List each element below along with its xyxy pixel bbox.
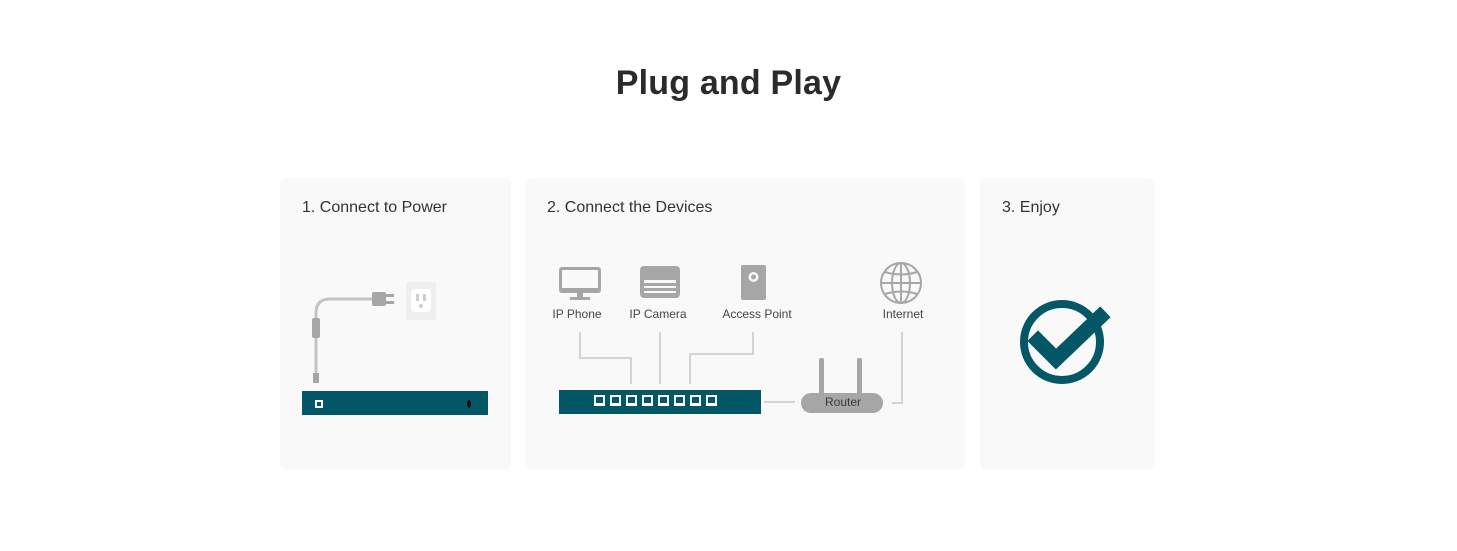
router-label: Router — [824, 395, 862, 409]
power-cable — [314, 297, 372, 383]
checkmark-icon — [1020, 300, 1111, 384]
ethernet-port-socket — [692, 397, 699, 403]
devices-illustration — [559, 262, 922, 414]
cable-ferrite — [312, 318, 320, 338]
power-plug-icon — [372, 292, 394, 306]
page-title: Plug and Play — [615, 64, 842, 102]
ethernet-port-socket — [708, 397, 715, 403]
step-title: 3. Enjoy — [1002, 199, 1060, 216]
network-switch — [559, 390, 761, 414]
step-card-connect-devices: 2. Connect the Devices — [525, 178, 965, 469]
access-point-label: Access Point — [722, 307, 792, 321]
wall-outlet-icon — [406, 282, 436, 320]
ip-camera-label: IP Camera — [629, 307, 687, 321]
monitor-icon — [559, 267, 601, 300]
step-card-connect-power: 1. Connect to Power — [280, 178, 511, 469]
ethernet-port-socket — [628, 397, 635, 403]
ethernet-port-socket — [612, 397, 619, 403]
ethernet-port-socket — [644, 397, 651, 403]
step-title: 1. Connect to Power — [302, 199, 447, 216]
enjoy-illustration — [1020, 300, 1111, 384]
network-switch — [302, 391, 488, 415]
router-icon — [801, 358, 883, 413]
globe-icon — [880, 262, 922, 304]
ethernet-port-socket — [596, 397, 603, 403]
internet-label: Internet — [882, 307, 924, 321]
connection-lines — [579, 332, 903, 404]
step-title: 2. Connect the Devices — [547, 199, 713, 216]
access-point-icon — [741, 265, 766, 300]
ethernet-port-socket — [660, 397, 667, 403]
ip-phone-label: IP Phone — [552, 307, 602, 321]
power-illustration — [302, 282, 488, 415]
camera-icon — [640, 266, 680, 298]
ethernet-port-socket — [676, 397, 683, 403]
step-card-enjoy: 3. Enjoy — [980, 178, 1155, 469]
